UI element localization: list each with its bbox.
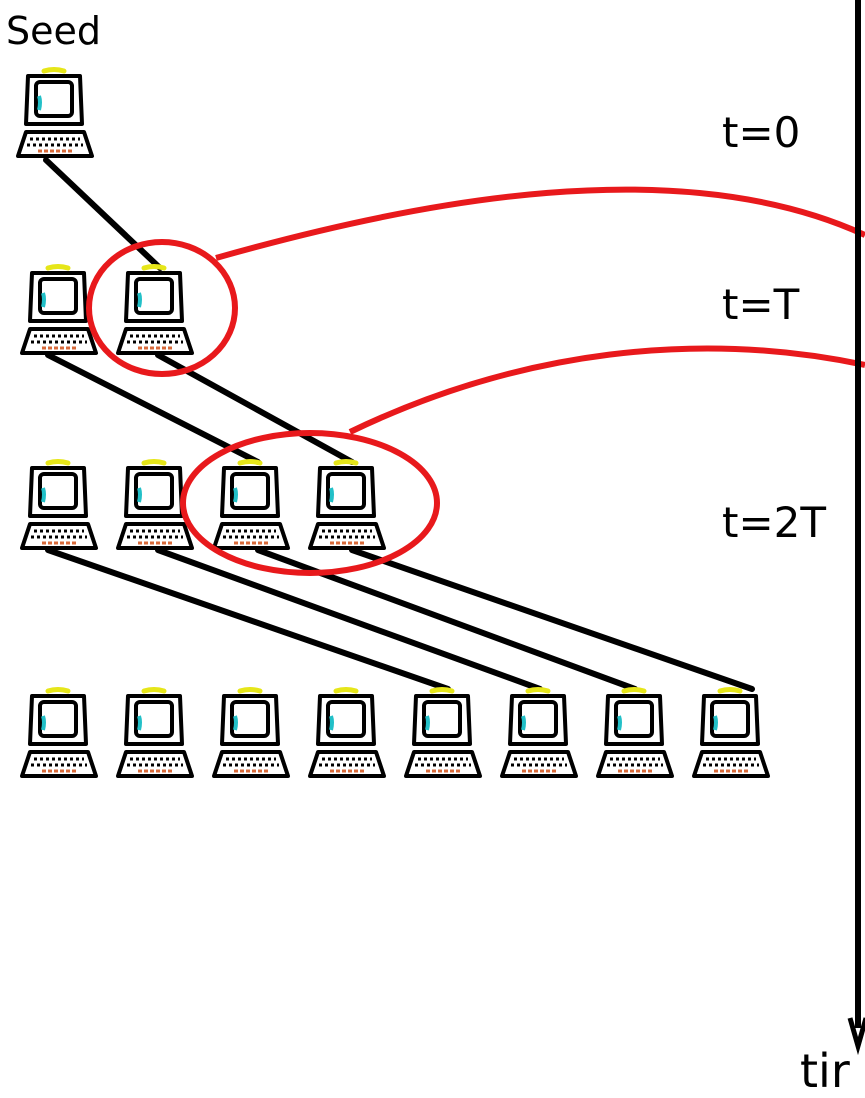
highlight-circle-t1 [86,239,238,377]
edge-3-to-7 [349,547,755,692]
computer-icon [22,462,96,549]
generation-2 [22,462,384,549]
computer-icon [214,690,288,777]
generation-0 [18,70,92,157]
callout-line-t2 [348,345,865,435]
computer-icon [214,462,288,549]
computer-icon [22,267,96,354]
generation-1 [22,267,192,354]
highlight-circle-t2 [180,430,440,576]
computer-icon [694,690,768,777]
edge-seed-to-1 [43,157,163,271]
tree-edges [43,157,755,692]
edge-0-to-4 [45,547,451,692]
time-label-t0: t=0 [722,108,801,157]
edge-0-to-2 [45,352,261,465]
highlights [86,186,865,576]
computer-icon [118,690,192,777]
computer-icon [598,690,672,777]
computer-icon [502,690,576,777]
time-label-t1: t=T [722,280,800,329]
axis-label-time: tir [800,1044,850,1098]
computer-icon [310,462,384,549]
computer-icon [406,690,480,777]
edge-1-to-3 [155,352,355,465]
computer-icon [18,70,92,157]
edge-1-to-5 [155,547,543,692]
time-axis [847,0,865,1056]
generation-3 [22,690,768,777]
callout-line-t1 [215,186,865,261]
computer-icon [310,690,384,777]
seed-label: Seed [6,9,101,53]
computer-icon [118,267,192,354]
time-label-t2: t=2T [722,498,827,547]
computer-icon [22,690,96,777]
time-arrow-icon [847,1017,865,1056]
